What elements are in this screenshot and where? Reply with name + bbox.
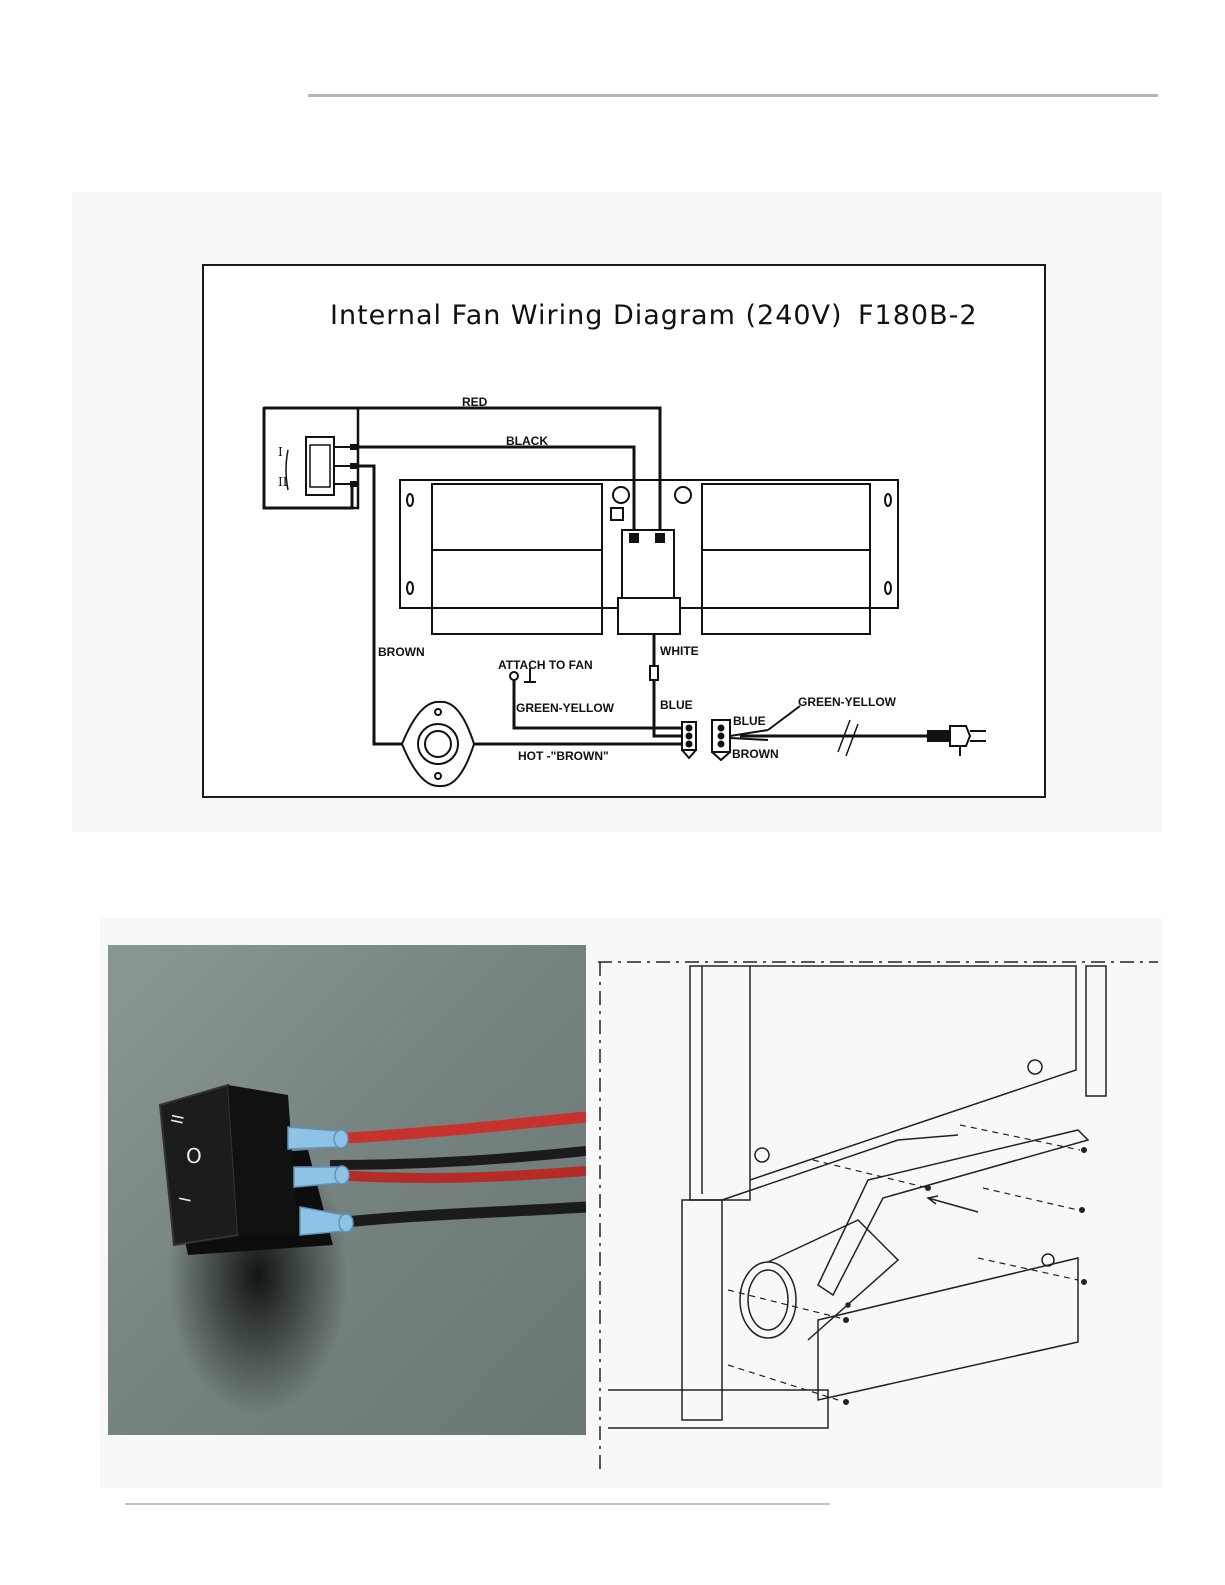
- label-hot-brown: HOT -"BROWN": [518, 749, 609, 763]
- label-green-yellow-left: GREEN-YELLOW: [516, 701, 615, 715]
- footer-rule: [125, 1503, 830, 1505]
- fan-installation-drawing: [598, 960, 1158, 1475]
- blower-fan-housing: [400, 480, 898, 634]
- switch-position-two: II: [278, 475, 288, 489]
- label-brown-right: BROWN: [732, 747, 779, 761]
- wires: [264, 408, 935, 744]
- switch-symbol-middle: O: [186, 1144, 202, 1168]
- switch-side: [228, 1085, 298, 1235]
- power-plug-symbol: [928, 726, 986, 756]
- label-attach-to-fan: ATTACH TO FAN: [498, 658, 593, 672]
- ground-ring-terminal: [510, 672, 518, 680]
- white-wire-connector: [650, 666, 658, 680]
- label-brown: BROWN: [378, 645, 425, 659]
- fan-cover-plate: [818, 1258, 1078, 1400]
- rocker-switch-photo: II O I: [108, 945, 586, 1435]
- label-white: WHITE: [660, 644, 699, 658]
- cord-break-symbol: [838, 720, 858, 756]
- thermodisc-symbol: [402, 702, 474, 786]
- switch-position-one: I: [278, 445, 283, 459]
- inline-connector-left: [682, 722, 696, 758]
- wire-brown: [358, 466, 418, 744]
- label-green-yellow-right: GREEN-YELLOW: [798, 695, 897, 709]
- label-black: BLACK: [506, 434, 548, 448]
- label-red: RED: [462, 395, 488, 409]
- label-blue-right: BLUE: [733, 714, 766, 728]
- label-blue-left: BLUE: [660, 698, 693, 712]
- fan-bracket: [818, 1130, 1088, 1295]
